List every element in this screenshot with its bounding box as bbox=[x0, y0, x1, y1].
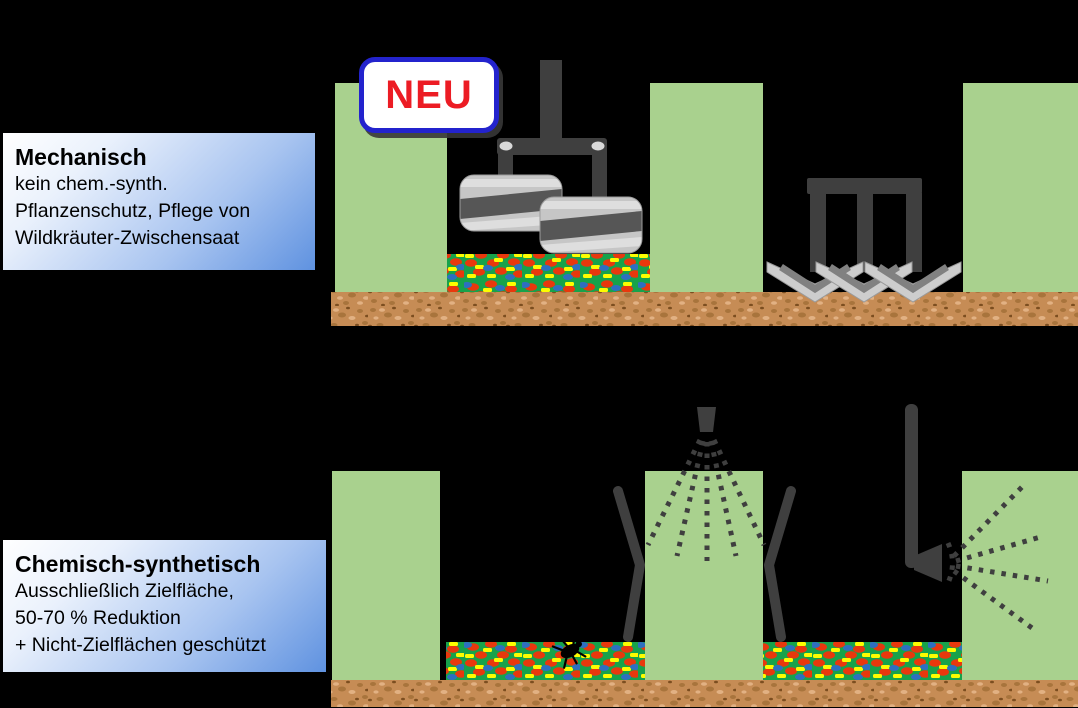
harrow-machine-icon bbox=[767, 178, 961, 302]
mechanical-title: Mechanisch bbox=[15, 144, 147, 170]
soil-strip bbox=[331, 292, 1078, 326]
spray-shield bbox=[613, 486, 645, 642]
over-row-sprayer-icon bbox=[613, 407, 796, 642]
chemical-info-box: Chemisch-synthetisch Ausschließlich Ziel… bbox=[3, 540, 326, 672]
chemical-line: 50-70 % Reduktion bbox=[15, 607, 181, 629]
vine-row bbox=[963, 83, 1078, 293]
scene-chemical bbox=[331, 404, 1078, 707]
wildflower-cover-strip bbox=[763, 642, 962, 680]
roller-drum-icon bbox=[459, 174, 563, 232]
wildflower-cover-strip bbox=[447, 254, 650, 292]
beetle-icon bbox=[551, 633, 587, 669]
roller-crimper-machine-icon bbox=[459, 60, 643, 254]
mechanical-line: Pflanzenschutz, Pflege von bbox=[15, 200, 251, 222]
chemical-line: Ausschließlich Zielfläche, bbox=[15, 580, 234, 602]
wildflower-cover-strip bbox=[446, 642, 645, 680]
mechanical-line: Wildkräuter-Zwischensaat bbox=[15, 227, 240, 249]
roller-drum-icon bbox=[539, 196, 643, 254]
mechanical-info-box: Mechanisch kein chem.-synth. Pflanzensch… bbox=[3, 133, 315, 270]
scene-mechanical bbox=[331, 60, 1078, 326]
chemical-title: Chemisch-synthetisch bbox=[15, 551, 261, 577]
vine-row bbox=[650, 83, 763, 293]
chemical-line: + Nicht-Zielflächen geschützt bbox=[15, 634, 266, 656]
side-sprayer-icon bbox=[905, 404, 1049, 631]
vine-row bbox=[332, 471, 440, 681]
vine-row bbox=[962, 471, 1078, 681]
soil-strip bbox=[331, 680, 1078, 707]
neu-badge-label: NEU bbox=[385, 72, 473, 117]
mechanical-line: kein chem.-synth. bbox=[15, 173, 168, 195]
neu-badge: NEU bbox=[359, 57, 499, 133]
spray-shield bbox=[764, 486, 796, 642]
